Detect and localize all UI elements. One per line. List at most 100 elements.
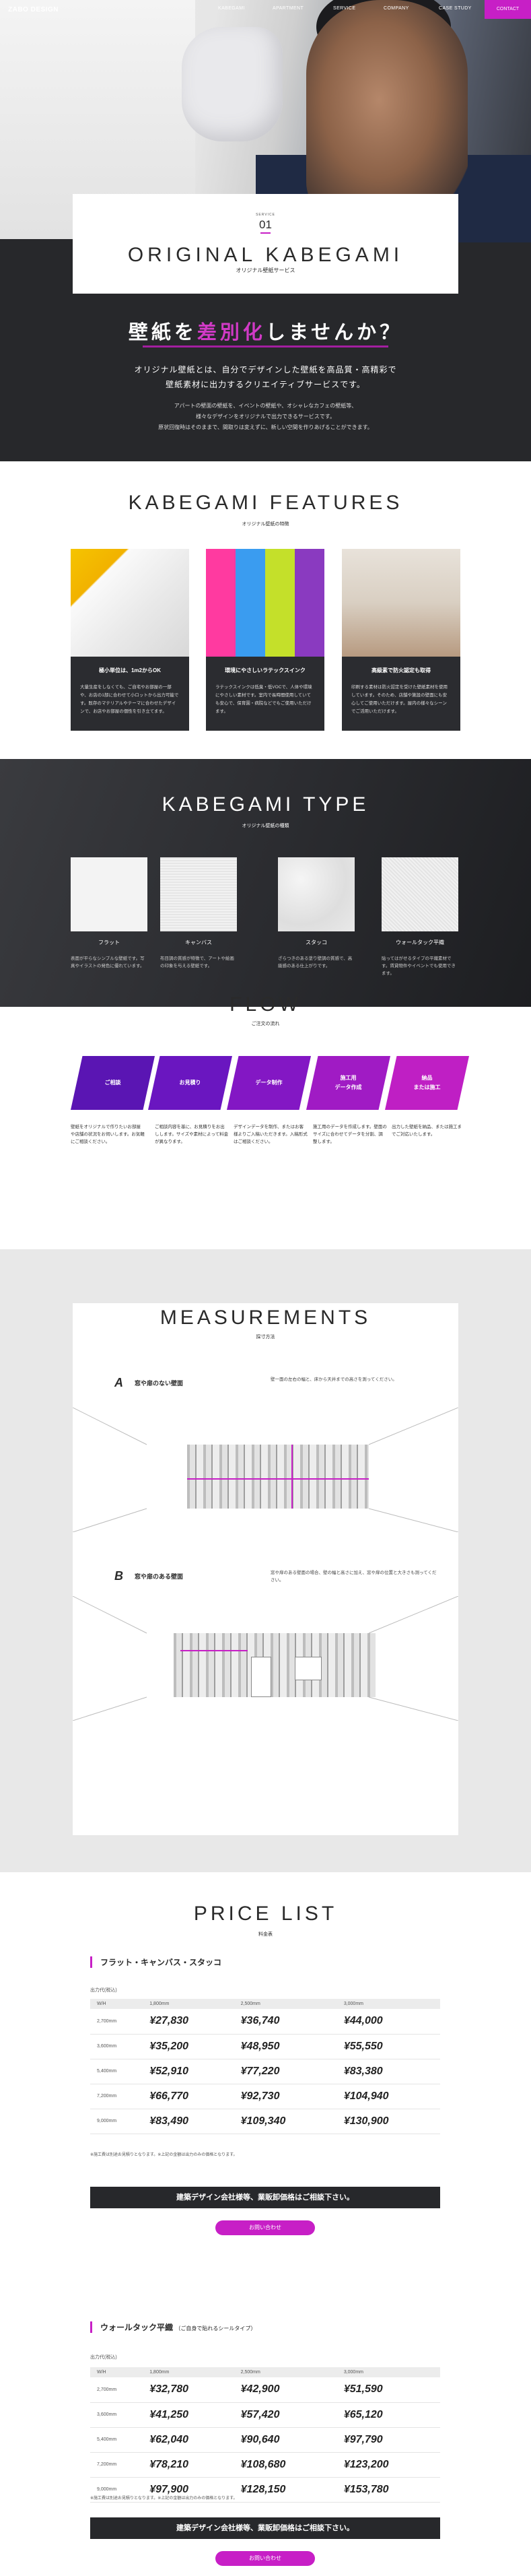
price-cell: ¥108,680 xyxy=(234,2452,337,2478)
contact-button[interactable]: CONTACT xyxy=(485,0,531,19)
measurements-subtitle: 採寸方法 xyxy=(256,1335,275,1340)
price-cell: ¥90,640 xyxy=(234,2427,337,2453)
service-label: SERVICE xyxy=(256,213,275,217)
case-b-text: 窓や扉のある壁面の場合、壁の幅と高さに加え、窓や扉の位置と大きさも測ってください… xyxy=(271,1571,437,1583)
window-shape xyxy=(295,1657,322,1680)
price-unit-2: 出力代(税込) xyxy=(90,2355,117,2360)
room-diagram-b xyxy=(73,1596,458,1721)
type-name: キャンバス xyxy=(185,939,212,946)
measurements-title: MEASUREMENTS xyxy=(160,1307,371,1329)
measurements-card xyxy=(73,1303,458,1835)
type-desc: ざらつきのある塗り壁調の質感で、高級感のある仕上がりです。 xyxy=(278,956,353,968)
price-cell: ¥62,040 xyxy=(143,2427,234,2453)
price-cell: ¥44,000 xyxy=(337,2009,440,2035)
measure-arrow xyxy=(180,1650,248,1651)
width-arrow xyxy=(187,1478,369,1480)
price-cell: ¥55,550 xyxy=(337,2034,440,2059)
feature-card: 極小単位は、1m2からOK 大量生産をしなくても、ご自宅やお部屋の一部や、お店の… xyxy=(71,549,189,731)
feature-heading: 高級素で防火認定も取得 xyxy=(371,667,431,673)
flow-step-desc: 出力した壁紙を納品、または施工までご対応いたします。 xyxy=(392,1125,462,1137)
catch-underline xyxy=(143,345,388,348)
catch-copy: 壁紙を差別化しませんか？ xyxy=(128,322,403,343)
height-arrow xyxy=(291,1445,293,1509)
flow-step: データ制作 xyxy=(227,1056,311,1110)
room-diagram-a xyxy=(73,1408,458,1532)
type-swatch-canvas xyxy=(160,857,237,931)
price-row-header: 5,400mm xyxy=(90,2059,143,2084)
price-cell: ¥35,200 xyxy=(143,2034,234,2059)
door-shape xyxy=(251,1657,271,1697)
price-row-header: 3,600mm xyxy=(90,2402,143,2428)
price-cell: ¥48,950 xyxy=(234,2034,337,2059)
price-col-header: 1,800mm xyxy=(143,1999,234,2009)
type-desc: 表面が平らなシンプルな壁紙です。写真やイラストの発色に優れています。 xyxy=(71,956,145,968)
price-cell: ¥42,900 xyxy=(234,2377,337,2403)
flow-step-desc: 壁紙をオリジナルで作りたいお部屋や店舗の状況をお伺いします。お気軽にご相談くださ… xyxy=(71,1125,145,1144)
feature-heading: 極小単位は、1m2からOK xyxy=(98,667,161,673)
table-row: 5,400mm¥52,910¥77,220¥83,380 xyxy=(90,2059,440,2084)
flow-step-desc: 施工用のデータを作成します。壁面のサイズに合わせてデータを分割、調整します。 xyxy=(313,1125,387,1144)
page-title: ORIGINAL KABEGAMI xyxy=(127,244,404,266)
features-subtitle: オリジナル壁紙の特徴 xyxy=(242,522,289,527)
flow-title: FLOW xyxy=(229,993,302,1016)
type-swatch-walltac xyxy=(382,857,458,931)
type-name: フラット xyxy=(98,939,120,946)
price-cell: ¥65,120 xyxy=(337,2402,440,2428)
flow-step-desc: ご相談内容を基に、お見積りをお出しします。サイズや素材によって料金が異なります。 xyxy=(155,1125,229,1144)
top-nav: ZABO DESIGN KABEGAMI APARTMENT SERVICE C… xyxy=(0,0,531,19)
table-row: 2,700mm¥32,780¥42,900¥51,590 xyxy=(90,2377,440,2403)
title-card: SERVICE 01 ORIGINAL KABEGAMI オリジナル壁紙サービス xyxy=(73,194,458,294)
type-name: ウォールタック平織 xyxy=(396,939,444,946)
price-cell: ¥41,250 xyxy=(143,2402,234,2428)
nav-item-apartment[interactable]: APARTMENT xyxy=(273,6,304,11)
price-col-header: 3,000mm xyxy=(337,2367,440,2377)
desc-text-3: 原状回復時はそのままで、間取りは変えずに、新しい空間を作りあげることができます。 xyxy=(158,424,373,430)
price-row-header: 3,600mm xyxy=(90,2034,143,2059)
site-logo[interactable]: ZABO DESIGN xyxy=(8,6,59,13)
price-col-header: 2,500mm xyxy=(234,1999,337,2009)
price-title: PRICE LIST xyxy=(193,1903,338,1925)
price-cell: ¥92,730 xyxy=(234,2084,337,2109)
nav-item-company[interactable]: COMPANY xyxy=(384,6,409,11)
contact-pill-button[interactable]: お問い合わせ xyxy=(215,2551,315,2566)
price-cell: ¥97,900 xyxy=(143,2477,234,2503)
price-row-header: 7,200mm xyxy=(90,2084,143,2109)
price-cell: ¥153,780 xyxy=(337,2477,440,2503)
nav-item-service[interactable]: SERVICE xyxy=(333,6,356,11)
table-row: 5,400mm¥62,040¥90,640¥97,790 xyxy=(90,2427,440,2453)
price-cell: ¥109,340 xyxy=(234,2109,337,2134)
case-a-text: 壁一面の左右の幅と、床から天井までの高さを測ってください。 xyxy=(271,1377,397,1382)
wall-a xyxy=(187,1445,369,1509)
contact-pill-button[interactable]: お問い合わせ xyxy=(215,2220,315,2235)
price-cell: ¥97,790 xyxy=(337,2427,440,2453)
price-row-header: 2,700mm xyxy=(90,2377,143,2403)
price-col-header: 3,000mm xyxy=(337,1999,440,2009)
flow-step: お見積り xyxy=(148,1056,232,1110)
price-cell: ¥77,220 xyxy=(234,2059,337,2084)
type-name: スタッコ xyxy=(306,939,327,946)
feature-card: 環境にやさしいラテックスインク ラテックスインクは低臭・低VOCで、人体や環境に… xyxy=(206,549,324,731)
price-col-header: W/H xyxy=(90,1999,143,2009)
nav-item-case-study[interactable]: CASE STUDY xyxy=(439,6,472,11)
price-cell: ¥83,380 xyxy=(337,2059,440,2084)
type-swatch-stucco xyxy=(278,857,355,931)
hero-section: ZABO DESIGN KABEGAMI APARTMENT SERVICE C… xyxy=(0,0,531,461)
hero-photo xyxy=(0,0,531,242)
type-desc: 貼ってはがせるタイプの平織素材です。賃貸物件やイベントでも使用できます。 xyxy=(382,956,456,976)
price-unit-1: 出力代(税込) xyxy=(90,1988,117,1993)
price-heading-2: ウォールタック平織 （ご自身で貼れるシールタイプ） xyxy=(90,2321,256,2333)
flow-step-desc: デザインデータを制作、またはお客様よりご入稿いただきます。入稿形式はご相談くださ… xyxy=(234,1125,308,1144)
table-row: 2,700mm¥27,830¥36,740¥44,000 xyxy=(90,2009,440,2035)
page-subtitle: オリジナル壁紙サービス xyxy=(236,267,295,273)
nav-item-kabegami[interactable]: KABEGAMI xyxy=(218,6,245,11)
case-b-title: 窓や扉のある壁面 xyxy=(135,1573,184,1580)
table-row: 3,600mm¥35,200¥48,950¥55,550 xyxy=(90,2034,440,2059)
accent-line xyxy=(260,232,271,234)
price-cell: ¥52,910 xyxy=(143,2059,234,2084)
flow-subtitle: ご注文の流れ xyxy=(251,1022,280,1026)
price-cell: ¥32,780 xyxy=(143,2377,234,2403)
price-heading-1: フラット・キャンバス・スタッコ xyxy=(90,1956,221,1968)
price-cell: ¥66,770 xyxy=(143,2084,234,2109)
